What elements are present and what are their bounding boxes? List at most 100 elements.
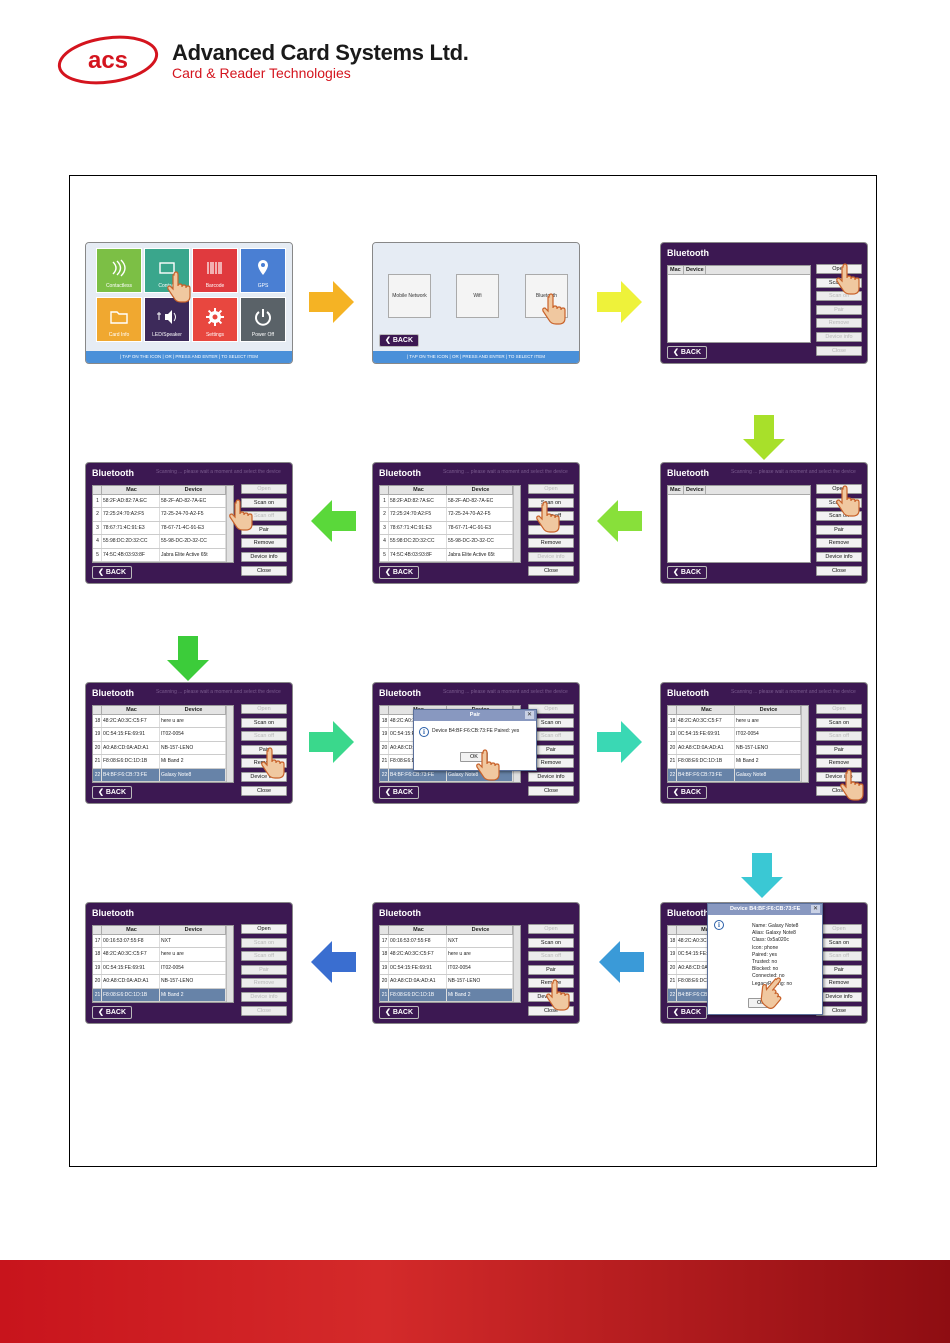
device-info-button[interactable]: Device info xyxy=(528,551,574,562)
scrollbar[interactable] xyxy=(226,706,233,782)
back-button[interactable]: ❮ BACK xyxy=(379,334,419,347)
remove-button[interactable]: Remove xyxy=(528,978,574,989)
open-button[interactable]: Open xyxy=(816,264,862,274)
close-button[interactable]: Close xyxy=(241,565,287,576)
device-info-button[interactable]: Device info xyxy=(241,771,287,782)
pair-button[interactable]: Pair xyxy=(816,304,862,315)
scan-on-button[interactable]: Scan on xyxy=(816,717,862,728)
back-button[interactable]: ❮ BACK xyxy=(667,346,707,359)
tile-power-off[interactable]: Power Off xyxy=(240,297,286,342)
close-icon[interactable]: ✕ xyxy=(811,905,820,913)
scan-on-button[interactable]: Scan on xyxy=(528,937,574,948)
pair-button[interactable]: Pair xyxy=(816,744,862,755)
scan-on-button[interactable]: Scan on xyxy=(241,717,287,728)
scan-on-button[interactable]: Scan on xyxy=(241,937,287,948)
back-button[interactable]: ❮ BACK xyxy=(667,566,707,579)
device-info-button[interactable]: Device info xyxy=(241,991,287,1002)
back-button[interactable]: ❮ BACK xyxy=(379,786,419,799)
tile-gps[interactable]: GPS xyxy=(240,248,286,293)
tile-barcode[interactable]: Barcode xyxy=(192,248,238,293)
scrollbar[interactable] xyxy=(226,486,233,562)
open-button[interactable]: Open xyxy=(241,484,287,494)
pair-button[interactable]: Pair xyxy=(241,744,287,755)
scan-off-button[interactable]: Scan off xyxy=(816,291,862,302)
device-info-button[interactable]: Device info xyxy=(816,551,862,562)
remove-button[interactable]: Remove xyxy=(528,538,574,549)
remove-button[interactable]: Remove xyxy=(816,318,862,329)
close-button[interactable]: Close xyxy=(528,785,574,796)
back-button[interactable]: ❮ BACK xyxy=(667,1006,707,1019)
scrollbar[interactable] xyxy=(801,706,808,782)
tile-card-info[interactable]: Card Info xyxy=(96,297,142,342)
device-info-button[interactable]: Device info xyxy=(816,331,862,342)
device-info-button[interactable]: Device info xyxy=(241,551,287,562)
wifi-button[interactable]: Wifi xyxy=(456,274,499,318)
close-button[interactable]: Close xyxy=(816,565,862,576)
tile-led-speaker[interactable]: LED/Speaker xyxy=(144,297,190,342)
remove-button[interactable]: Remove xyxy=(241,538,287,549)
scan-off-button[interactable]: Scan off xyxy=(528,951,574,962)
pair-button[interactable]: Pair xyxy=(528,964,574,975)
scan-off-button[interactable]: Scan off xyxy=(816,511,862,522)
tile-settings[interactable]: Settings xyxy=(192,297,238,342)
remove-button[interactable]: Remove xyxy=(816,538,862,549)
mobile-network-button[interactable]: Mobile Network xyxy=(388,274,431,318)
back-button[interactable]: ❮ BACK xyxy=(667,786,707,799)
open-button[interactable]: Open xyxy=(528,484,574,494)
pair-button[interactable]: Pair xyxy=(816,524,862,535)
tile-contactless[interactable]: Contactless xyxy=(96,248,142,293)
close-button[interactable]: Close xyxy=(816,345,862,356)
back-button[interactable]: ❮ BACK xyxy=(92,1006,132,1019)
scan-off-button[interactable]: Scan off xyxy=(241,731,287,742)
scrollbar[interactable] xyxy=(226,926,233,1002)
scan-off-button[interactable]: Scan off xyxy=(816,731,862,742)
scan-off-button[interactable]: Scan off xyxy=(241,951,287,962)
scan-on-button[interactable]: Scan on xyxy=(241,497,287,508)
open-button[interactable]: Open xyxy=(816,704,862,714)
open-button[interactable]: Open xyxy=(816,484,862,494)
scrollbar[interactable] xyxy=(513,486,520,562)
open-button[interactable]: Open xyxy=(528,924,574,934)
close-button[interactable]: Close xyxy=(241,785,287,796)
close-icon[interactable]: ✕ xyxy=(525,711,534,719)
open-button[interactable]: Open xyxy=(241,704,287,714)
back-button[interactable]: ❮ BACK xyxy=(379,1006,419,1019)
open-button[interactable]: Open xyxy=(241,924,287,934)
scrollbar[interactable] xyxy=(513,926,520,1002)
back-button[interactable]: ❮ BACK xyxy=(379,566,419,579)
close-button[interactable]: Close xyxy=(528,565,574,576)
close-button[interactable]: Close xyxy=(528,1005,574,1016)
device-info-button[interactable]: Device info xyxy=(816,771,862,782)
scan-on-button[interactable]: Scan on xyxy=(528,497,574,508)
back-button[interactable]: ❮ BACK xyxy=(92,786,132,799)
back-button[interactable]: ❮ BACK xyxy=(92,566,132,579)
